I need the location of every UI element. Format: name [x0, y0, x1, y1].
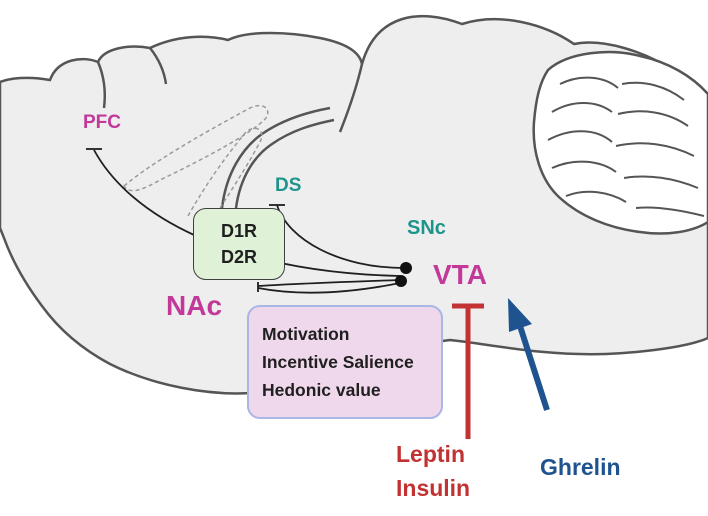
function-incentive-salience: Incentive Salience — [262, 352, 414, 372]
pfc-label: PFC — [83, 112, 121, 133]
function-box: Motivation Incentive Salience Hedonic va… — [247, 305, 443, 419]
function-hedonic-value: Hedonic value — [262, 380, 381, 400]
nac-label: NAc — [166, 290, 223, 321]
synapse-dot-upper — [400, 262, 412, 274]
insulin-label: Insulin — [396, 475, 471, 501]
function-motivation: Motivation — [262, 324, 350, 344]
vta-label: VTA — [433, 259, 487, 290]
ghrelin-arrow-shaft — [517, 325, 550, 411]
cerebellum-folia — [547, 76, 705, 217]
snc-label: SNc — [407, 217, 446, 239]
receptor-d1r: D1R — [220, 221, 257, 241]
receptor-box-fill — [193, 208, 285, 280]
ghrelin-arrow-head — [508, 298, 532, 332]
function-box-fill — [247, 305, 443, 419]
receptor-box: D1R D2R — [193, 208, 285, 280]
receptor-d2r: D2R — [220, 247, 257, 267]
nac-projection-lower — [257, 282, 401, 294]
ds-label: DS — [275, 175, 302, 196]
sulcus-2 — [149, 47, 168, 85]
nac-projection — [257, 279, 401, 287]
striatum-dashed — [187, 127, 263, 225]
brain-outline — [0, 14, 708, 395]
sulcus-1 — [96, 61, 106, 109]
ghrelin-label: Ghrelin — [540, 454, 621, 480]
leptin-label: Leptin — [396, 441, 465, 467]
ventricle-dashed — [123, 104, 269, 192]
sulcus-3 — [338, 63, 364, 133]
synapse-dot-lower — [395, 275, 407, 287]
cerebellum — [532, 50, 708, 235]
